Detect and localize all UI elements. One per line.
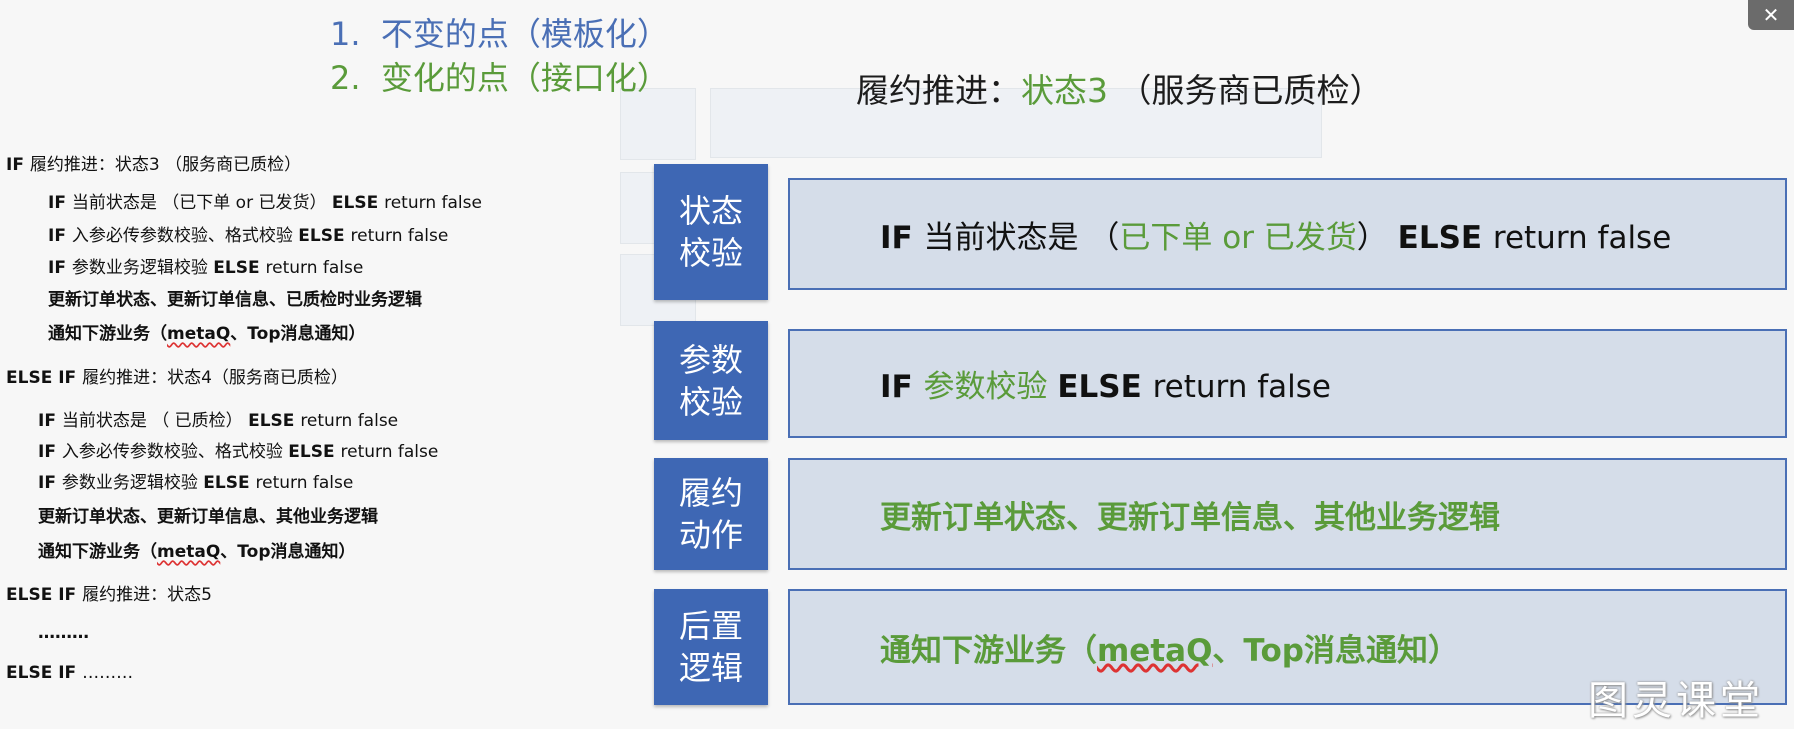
row-box-fulfill-action: 更新订单状态、更新订单信息、其他业务逻辑 — [788, 458, 1787, 570]
code-token: 履约推进：状态4（服务商已质检） — [82, 368, 348, 388]
row-token: 、Top消息通知） — [1212, 632, 1459, 669]
code-token: return false — [255, 473, 354, 493]
row-box-param-check: IF 参数校验 ELSE return false — [788, 329, 1787, 438]
code-token: 入参必传参数校验、格式校验 — [71, 226, 299, 246]
code-line: IF 参数业务逻辑校验 ELSE return false — [48, 253, 363, 278]
row-token: 参数校验 — [923, 369, 1058, 405]
row-token: ELSE — [1397, 219, 1493, 256]
row-token: 已下单 or 已发货 — [1119, 219, 1357, 256]
code-token: ELSE IF — [6, 585, 83, 605]
code-token: ELSE IF — [6, 663, 83, 683]
row-token: 通知下游业务（ — [880, 632, 1097, 669]
top-list-item-2: 2. 变化的点（接口化） — [330, 59, 669, 97]
row-box-post-logic: 通知下游业务（metaQ、Top消息通知） — [788, 589, 1787, 705]
code-token: IF — [38, 442, 62, 462]
code-token: 通知下游业务（ — [48, 324, 167, 344]
code-line: IF 履约推进：状态3 （服务商已质检） — [6, 150, 301, 175]
row-text: IF 当前状态是 （已下单 or 已发货） ELSE return false — [880, 212, 1671, 257]
code-line: ELSE IF 履约推进：状态5 — [6, 580, 212, 605]
watermark: 图灵课堂 — [1588, 678, 1764, 724]
row-token: ELSE — [1057, 369, 1153, 405]
code-token: IF — [38, 473, 62, 493]
code-line: ……… — [38, 623, 89, 643]
code-token: 当前状态是 （ 已质检） — [61, 411, 249, 431]
row-label-fulfill-action: 履约 动作 — [654, 458, 768, 570]
code-token: 参数业务逻辑校验 — [61, 473, 204, 493]
code-token: 更新订单状态、更新订单信息、已质检时业务逻辑 — [48, 290, 422, 310]
top-list-item-1: 1. 不变的点（模板化） — [330, 15, 669, 53]
code-line: IF 当前状态是 （ 已质检） ELSE return false — [38, 406, 398, 431]
code-token: ……… — [38, 623, 89, 643]
code-token: ……… — [82, 663, 134, 683]
row-token: metaQ — [1097, 632, 1213, 669]
code-line: 更新订单状态、更新订单信息、已质检时业务逻辑 — [48, 285, 422, 310]
row-label-param-check: 参数 校验 — [654, 321, 768, 440]
code-token: 参数业务逻辑校验 — [71, 258, 214, 278]
code-token: IF — [38, 411, 62, 431]
code-token: 、Top消息通知） — [230, 324, 366, 344]
code-token: 更新订单状态、更新订单信息、其他业务逻辑 — [38, 507, 378, 527]
code-token: return false — [340, 442, 439, 462]
code-token: 通知下游业务（ — [38, 542, 157, 562]
code-token: ELSE — [203, 473, 256, 493]
code-token: 、Top消息通知） — [220, 542, 356, 562]
code-token: ELSE IF — [6, 368, 83, 388]
code-token: IF — [6, 155, 30, 175]
code-line: 通知下游业务（metaQ、Top消息通知） — [38, 537, 355, 562]
background-panel — [710, 88, 1322, 158]
code-line: ELSE IF ……… — [6, 663, 133, 683]
row-token: IF — [880, 369, 924, 405]
close-icon: ✕ — [1762, 3, 1780, 27]
row-box-state-check: IF 当前状态是 （已下单 or 已发货） ELSE return false — [788, 178, 1787, 290]
row-text: IF 参数校验 ELSE return false — [880, 361, 1331, 406]
code-token: ELSE — [298, 226, 351, 246]
code-token: return false — [350, 226, 449, 246]
row-label-state-check: 状态 校验 — [654, 164, 768, 300]
code-line: 通知下游业务（metaQ、Top消息通知） — [48, 319, 365, 344]
code-line: IF 参数业务逻辑校验 ELSE return false — [38, 468, 353, 493]
code-token: ELSE — [288, 442, 341, 462]
code-token: IF — [48, 258, 72, 278]
code-line: IF 入参必传参数校验、格式校验 ELSE return false — [48, 221, 448, 246]
code-token: 履约推进：状态5 — [82, 585, 212, 605]
row-text: 通知下游业务（metaQ、Top消息通知） — [880, 625, 1459, 670]
code-line: IF 当前状态是 （已下单 or 已发货） ELSE return false — [48, 188, 482, 213]
code-token: metaQ — [167, 324, 231, 344]
code-line: IF 入参必传参数校验、格式校验 ELSE return false — [38, 437, 438, 462]
code-token: return false — [265, 258, 364, 278]
row-label-post-logic: 后置 逻辑 — [654, 589, 768, 705]
row-token: 更新订单状态、更新订单信息、其他业务逻辑 — [880, 499, 1500, 536]
row-token: ） — [1356, 219, 1398, 256]
row-text: 更新订单状态、更新订单信息、其他业务逻辑 — [880, 492, 1500, 537]
close-button[interactable]: ✕ — [1748, 0, 1794, 30]
top-list: 1. 不变的点（模板化） 2. 变化的点（接口化） — [330, 12, 669, 100]
code-token: 入参必传参数校验、格式校验 — [61, 442, 289, 462]
code-token: IF — [48, 226, 72, 246]
row-token: 当前状态是 （ — [923, 219, 1120, 256]
row-token: return false — [1152, 369, 1331, 405]
code-line: 更新订单状态、更新订单信息、其他业务逻辑 — [38, 502, 378, 527]
code-token: ELSE — [331, 193, 385, 213]
code-token: 当前状态是 （已下单 or 已发货） — [71, 193, 332, 213]
code-token: metaQ — [157, 542, 221, 562]
code-token: return false — [300, 411, 399, 431]
row-token: return false — [1492, 219, 1672, 256]
code-token: 履约推进：状态3 （服务商已质检） — [29, 155, 302, 175]
code-token: IF — [48, 193, 72, 213]
code-token: return false — [384, 193, 482, 213]
flow-title: 履约推进：状态3 （服务商已质检） — [856, 71, 1383, 110]
code-token: ELSE — [213, 258, 266, 278]
code-token: ELSE — [248, 411, 301, 431]
code-line: ELSE IF 履约推进：状态4（服务商已质检） — [6, 363, 348, 388]
background-panel — [620, 88, 696, 160]
row-token: IF — [880, 219, 924, 256]
